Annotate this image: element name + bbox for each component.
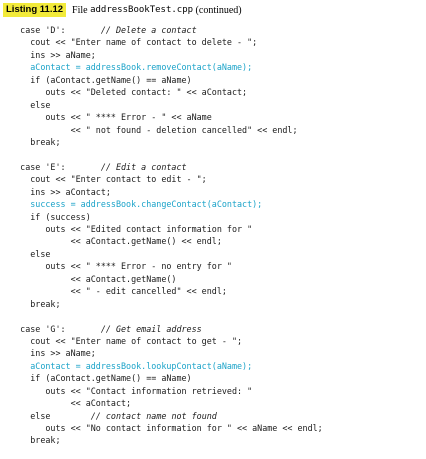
file-name: addressBookTest.cpp — [90, 5, 194, 15]
code-line: case 'G': // Get email address — [0, 323, 202, 334]
code-line: cout << "Enter contact to edit - "; — [0, 174, 207, 185]
code-line: else — [0, 99, 51, 110]
code-line: else — [0, 248, 51, 259]
code-line: outs << "Deleted contact: " << aContact; — [0, 87, 248, 98]
code-line: if (aContact.getName() == aName) — [0, 74, 192, 85]
file-prefix: File — [72, 4, 91, 16]
code-line — [0, 310, 426, 322]
code-line: break; — [0, 435, 61, 446]
code-line: outs << "Edited contact information for … — [0, 224, 253, 234]
code-line: outs << "No contact information for " <<… — [0, 423, 323, 433]
code-comment: // contact name not found — [90, 410, 217, 421]
code-comment: // Get email address — [100, 323, 202, 334]
code-line: << aContact.getName() — [0, 273, 177, 284]
code-line: outs << " **** Error - " << aName — [0, 112, 212, 123]
code-line: outs << "Contact information retrieved: … — [0, 385, 253, 396]
code-line-highlighted: aContact = addressBook.removeContact(aNa… — [0, 62, 253, 73]
code-line: << " not found - deletion cancelled" << … — [0, 124, 298, 135]
code-line: << " - edit cancelled" << endl; — [0, 286, 227, 297]
code-line: else // contact name not found — [0, 410, 217, 421]
code-line — [0, 148, 426, 160]
code-line: outs << " **** Error - no entry for " — [0, 261, 232, 272]
code-line: if (aContact.getName() == aName) — [0, 373, 192, 384]
code-comment: // Delete a contact — [100, 25, 197, 35]
code-line-highlighted: aContact = addressBook.lookupContact(aNa… — [0, 360, 253, 371]
listing-number-badge: Listing 11.12 — [3, 3, 67, 17]
code-line: case 'D': // Delete a contact — [0, 25, 197, 35]
code-line-highlighted: success = addressBook.changeContact(aCon… — [0, 199, 263, 210]
file-suffix: (continued) — [193, 4, 242, 16]
code-line: << aContact.getName() << endl; — [0, 236, 222, 247]
code-line: cout << "Enter name of contact to get - … — [0, 335, 243, 346]
code-line: if (success) — [0, 211, 91, 222]
code-line: break; — [0, 136, 61, 147]
code-listing: case 'D': // Delete a contact cout << "E… — [0, 24, 426, 447]
code-line: cout << "Enter name of contact to delete… — [0, 37, 258, 48]
code-line: ins >> aContact; — [0, 186, 111, 197]
code-line: case 'E': // Edit a contact — [0, 161, 187, 172]
code-line: ins >> aName; — [0, 49, 96, 60]
code-line: break; — [0, 298, 61, 309]
code-line: ins >> aName; — [0, 348, 96, 359]
listing-header: Listing 11.12 File addressBookTest.cpp (… — [3, 3, 242, 17]
code-line: << aContact; — [0, 398, 132, 409]
code-comment: // Edit a contact — [100, 161, 187, 172]
